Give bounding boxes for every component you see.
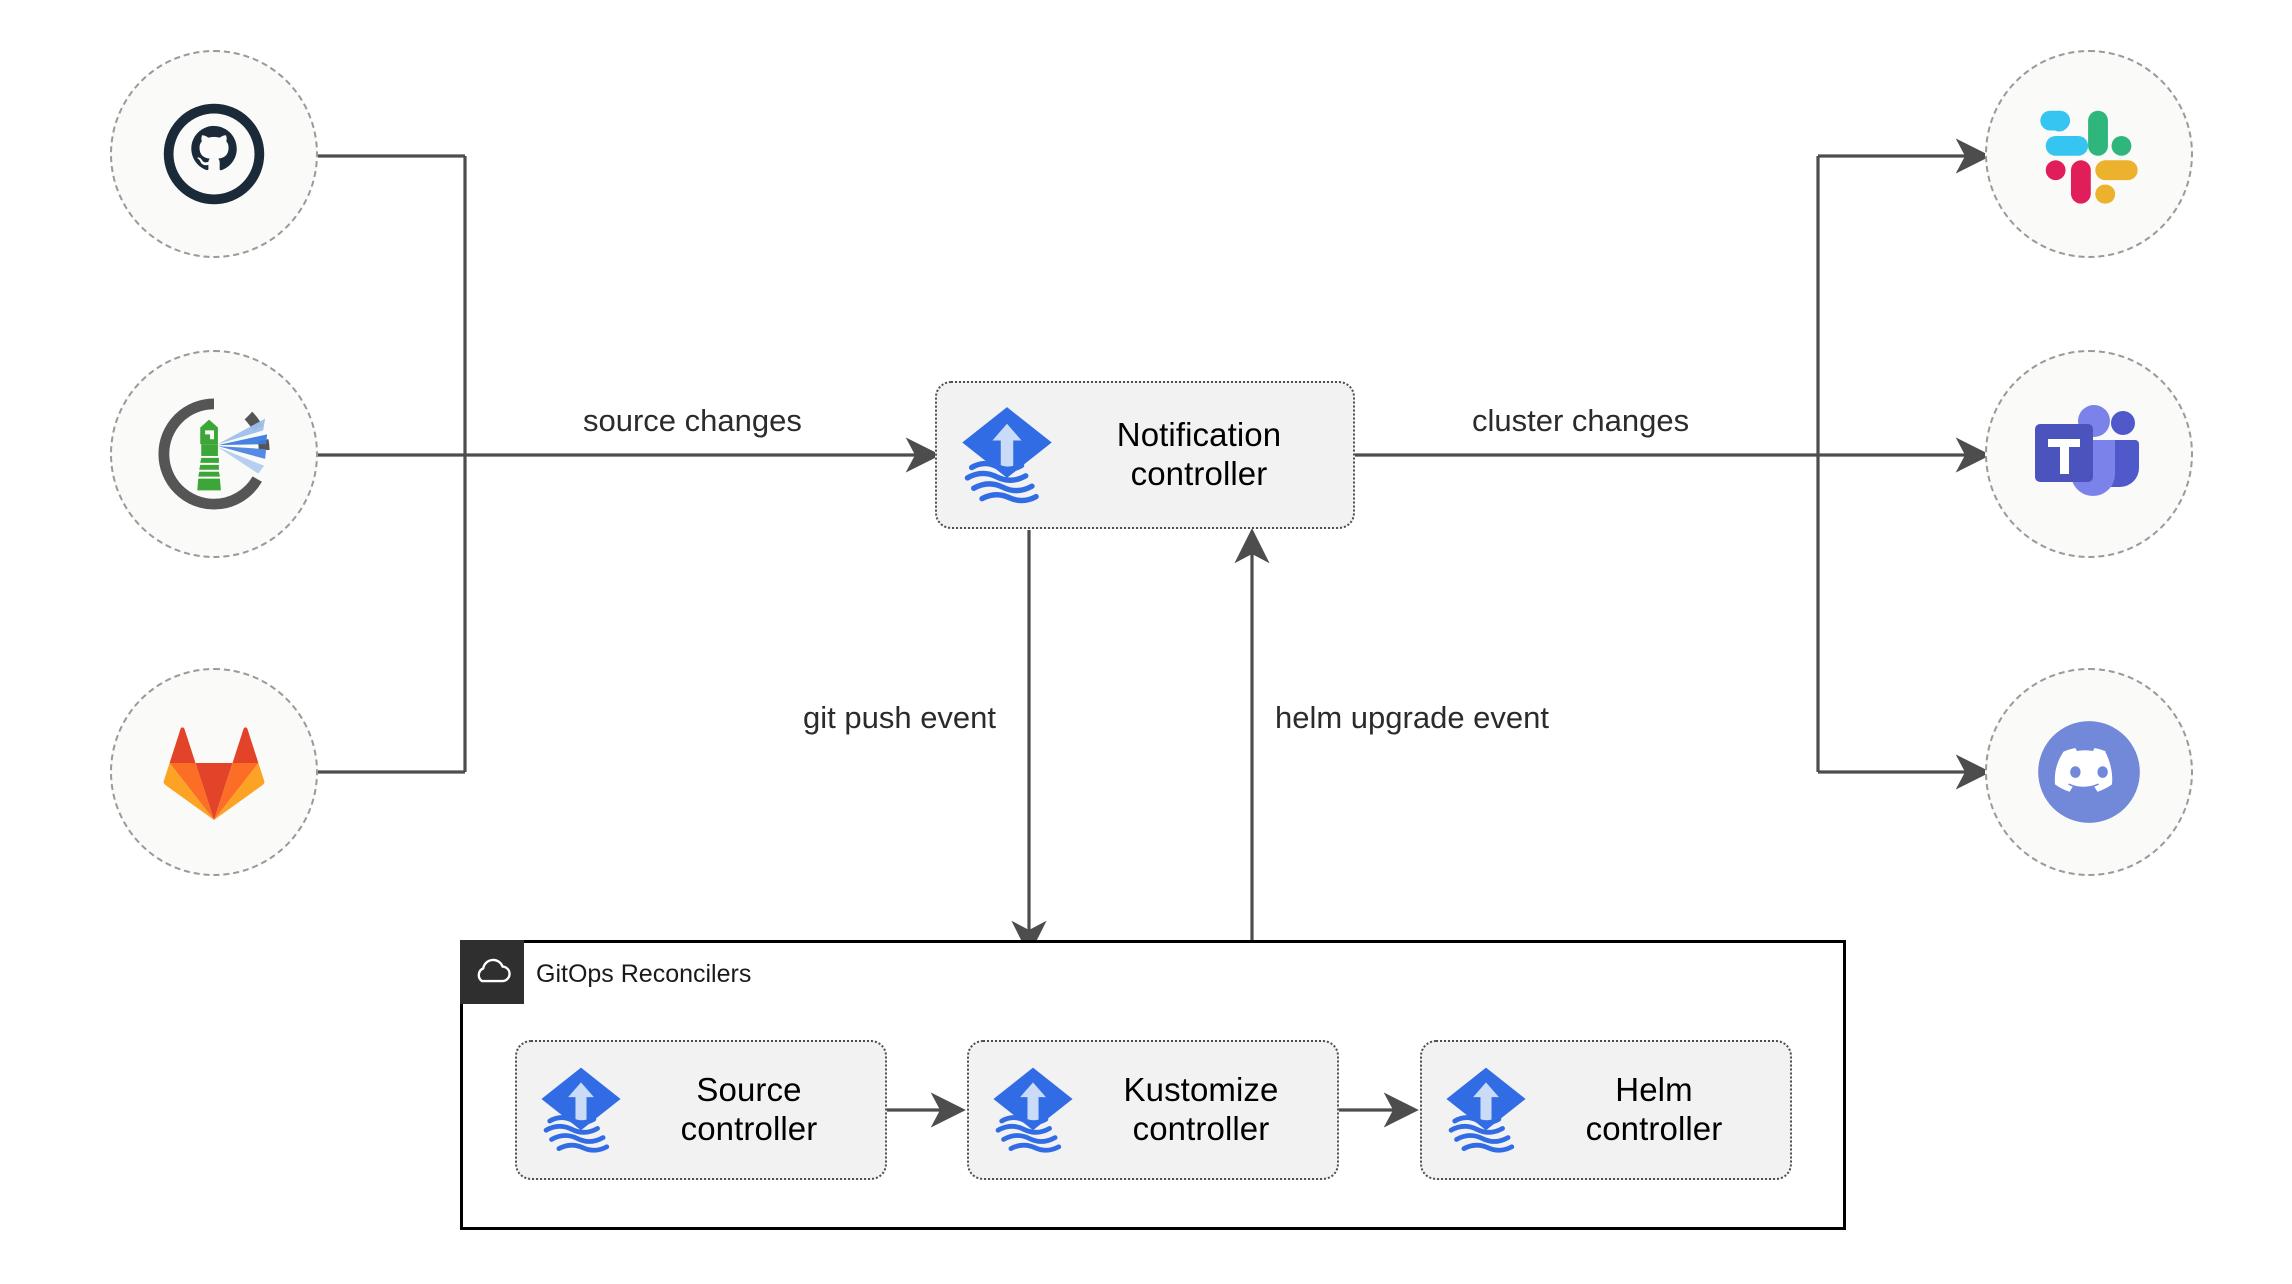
source-node-github[interactable] [110, 50, 318, 258]
flux-logo-icon [1446, 1067, 1526, 1153]
flux-lighthouse-icon [158, 398, 270, 510]
edge-label-cluster-changes: cluster changes [1472, 403, 1690, 438]
cloud-icon [477, 958, 511, 983]
edge-label-source-changes: source changes [583, 403, 802, 438]
cloud-icon-tab [460, 940, 524, 1004]
notification-controller-node[interactable]: Notification controller [935, 381, 1355, 529]
flux-logo-icon [993, 1067, 1073, 1153]
discord-icon [2038, 721, 2140, 823]
source-controller-node[interactable]: Source controller [515, 1040, 887, 1180]
source-controller-label: Source controller [680, 1071, 818, 1147]
target-node-discord[interactable] [1985, 668, 2193, 876]
target-node-teams[interactable] [1985, 350, 2193, 558]
flux-logo-icon [962, 407, 1052, 504]
edge-label-git-push-event: git push event [803, 700, 997, 735]
source-node-flux[interactable] [110, 350, 318, 558]
gitops-reconcilers-title: GitOps Reconcilers [536, 960, 752, 988]
source-node-gitlab[interactable] [110, 668, 318, 876]
notification-controller-label: Notification controller [1116, 416, 1282, 492]
microsoft-teams-icon [2035, 405, 2139, 496]
helm-controller-node[interactable]: Helm controller [1420, 1040, 1792, 1180]
gitlab-icon [163, 727, 265, 820]
helm-controller-label: Helm controller [1585, 1071, 1723, 1147]
flux-logo-icon [541, 1067, 621, 1153]
kustomize-controller-label: Kustomize controller [1123, 1071, 1279, 1147]
slack-icon [2040, 110, 2138, 204]
target-node-slack[interactable] [1985, 50, 2193, 258]
edge-label-helm-upgrade-event: helm upgrade event [1275, 700, 1550, 735]
github-icon [163, 103, 265, 205]
kustomize-controller-node[interactable]: Kustomize controller [967, 1040, 1339, 1180]
